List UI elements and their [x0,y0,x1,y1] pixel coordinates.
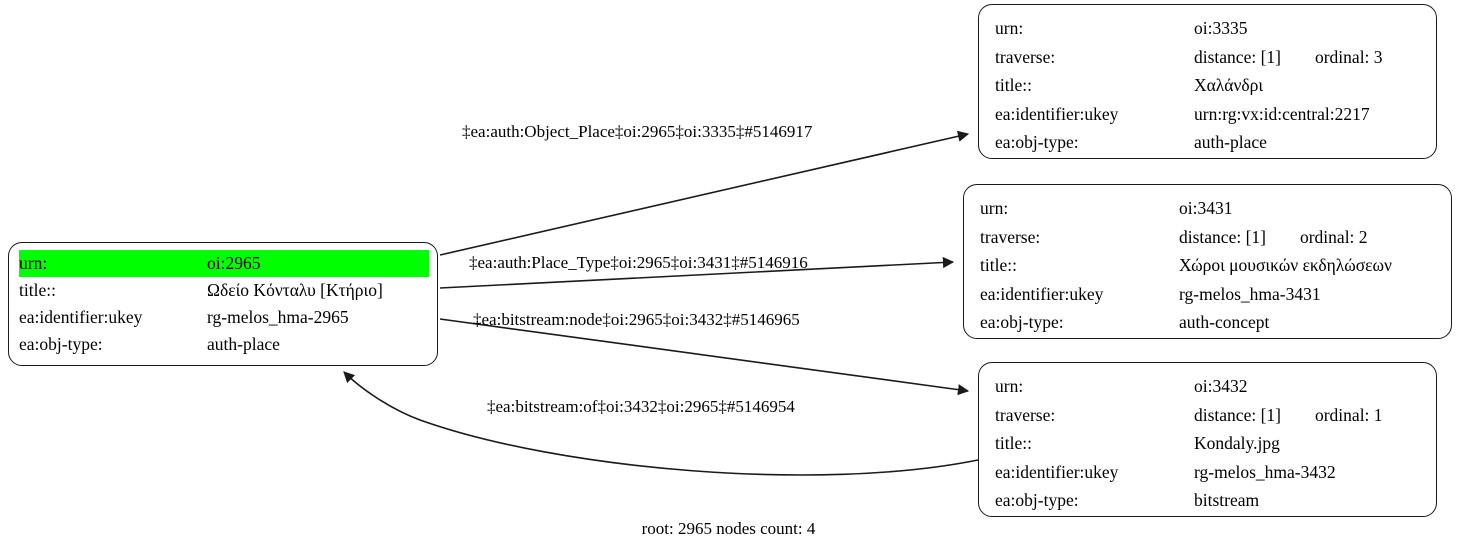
node-3431-val-title: Χώροι μουσικών εκδηλώσεων [1179,255,1392,275]
node-3335-key-ukey: ea:identifier:ukey [995,103,1119,124]
node-3431-table: urn: oi:3431 traverse: distance: [1] ordi… [980,194,1437,337]
node-3431-row-title: title:: Χώροι μουσικών εκδηλώσεων [980,251,1437,280]
node-3431-distance: distance: [1] [1179,226,1266,247]
node-3335-key-traverse: traverse: [995,46,1056,67]
edge-label-bitstream-node: ‡ea:bitstream:node‡oi:2965‡oi:3432‡#5146… [473,310,800,329]
node-3335-distance: distance: [1] [1194,46,1281,67]
node-3431-val-urn: oi:3431 [1179,198,1233,218]
node-3432-row-urn: urn: oi:3432 [995,372,1422,401]
node-root-val-ukey: rg-melos_hma-2965 [207,307,349,327]
node-3432-val-urn: oi:3432 [1194,376,1248,396]
node-3432-val-title: Kondaly.jpg [1194,433,1280,453]
node-root-key-title: title:: [19,280,56,300]
node-3431-val-traverse: distance: [1] ordinal: 2 [1179,223,1437,252]
node-root-val-title: Ωδείο Κόνταλυ [Κτήριο] [207,280,383,300]
node-3432-key-objtype: ea:obj-type: [995,490,1079,510]
node-3432-key-urn: urn: [995,376,1024,396]
node-3432-ordinal: ordinal: 1 [1314,404,1383,425]
node-root-row-urn: urn: oi:2965 [19,250,429,277]
node-3431-row-traverse: traverse: distance: [1] ordinal: 2 [980,223,1437,252]
node-3432-key-ukey: ea:identifier:ukey [995,461,1119,482]
node-3432-key-traverse: traverse: [995,404,1056,425]
node-3335-val-traverse: distance: [1] ordinal: 3 [1194,43,1422,72]
node-3431-key-traverse: traverse: [980,226,1041,247]
node-root-table: urn: oi:2965 title:: Ωδείο Κόνταλυ [Κτήρ… [19,250,429,358]
node-3431-row-urn: urn: oi:3431 [980,194,1437,223]
node-3432-val-objtype: bitstream [1194,490,1260,510]
node-3335-table: urn: oi:3335 traverse: distance: [1] ordi… [995,14,1422,157]
node-3431-key-urn: urn: [980,198,1009,218]
node-3432-row-title: title:: Kondaly.jpg [995,429,1422,458]
node-oi-3335[interactable]: urn: oi:3335 traverse: distance: [1] ordi… [978,4,1437,159]
node-3432-distance: distance: [1] [1194,404,1281,425]
graph-footer-caption: root: 2965 nodes count: 4 [641,519,816,538]
edge-label-object-place: ‡ea:auth:Object_Place‡oi:2965‡oi:3335‡#5… [462,122,813,141]
node-root-row-title: title:: Ωδείο Κόνταλυ [Κτήριο] [19,277,429,304]
node-3335-val-urn: oi:3335 [1194,18,1248,38]
node-3431-key-title: title:: [980,255,1017,275]
node-3432-table: urn: oi:3432 traverse: distance: [1] ordi… [995,372,1422,515]
edge-object-place [439,130,970,256]
node-3431-row-ukey: ea:identifier:ukey rg-melos_hma-3431 [980,280,1437,309]
node-3335-key-objtype: ea:obj-type: [995,132,1079,152]
node-oi-2965[interactable]: urn: oi:2965 title:: Ωδείο Κόνταλυ [Κτήρ… [8,242,438,366]
node-3431-row-objtype: ea:obj-type: auth-concept [980,308,1437,337]
node-3432-row-ukey: ea:identifier:ukey rg-melos_hma-3432 [995,458,1422,487]
node-root-key-ukey: ea:identifier:ukey [19,307,143,327]
edge-label-place-type: ‡ea:auth:Place_Type‡oi:2965‡oi:3431‡#514… [469,253,808,272]
node-root-row-objtype: ea:obj-type: auth-place [19,331,429,358]
node-3335-row-ukey: ea:identifier:ukey urn:rg:vx:id:central:… [995,100,1422,129]
node-3432-row-objtype: ea:obj-type: bitstream [995,486,1422,515]
node-oi-3431[interactable]: urn: oi:3431 traverse: distance: [1] ordi… [963,184,1452,339]
node-root-key-urn: urn: [19,250,207,277]
node-3335-key-urn: urn: [995,18,1024,38]
node-3431-val-objtype: auth-concept [1179,312,1270,332]
node-oi-3432[interactable]: urn: oi:3432 traverse: distance: [1] ordi… [978,362,1437,517]
node-3335-row-title: title:: Χαλάνδρι [995,71,1422,100]
node-3431-val-ukey: rg-melos_hma-3431 [1179,283,1321,304]
node-3335-val-ukey: urn:rg:vx:id:central:2217 [1194,103,1370,124]
node-3335-val-title: Χαλάνδρι [1194,75,1264,95]
node-3335-row-traverse: traverse: distance: [1] ordinal: 3 [995,43,1422,72]
node-3431-key-objtype: ea:obj-type: [980,312,1064,332]
node-root-key-objtype: ea:obj-type: [19,334,103,354]
edge-bitstream-of [343,371,979,476]
node-3431-key-ukey: ea:identifier:ukey [980,283,1104,304]
node-root-val-objtype: auth-place [207,334,280,354]
node-root-val-urn: oi:2965 [207,250,429,277]
node-3335-row-urn: urn: oi:3335 [995,14,1422,43]
node-3432-val-ukey: rg-melos_hma-3432 [1194,461,1336,482]
node-3432-row-traverse: traverse: distance: [1] ordinal: 1 [995,401,1422,430]
edge-label-bitstream-of: ‡ea:bitstream:of‡oi:3432‡oi:2965‡#514695… [487,397,795,416]
node-3431-ordinal: ordinal: 2 [1299,226,1368,247]
node-3432-key-title: title:: [995,433,1032,453]
node-3335-val-objtype: auth-place [1194,132,1267,152]
node-3335-row-objtype: ea:obj-type: auth-place [995,128,1422,157]
node-3335-key-title: title:: [995,75,1032,95]
node-root-row-ukey: ea:identifier:ukey rg-melos_hma-2965 [19,304,429,331]
node-3335-ordinal: ordinal: 3 [1314,46,1383,67]
node-3432-val-traverse: distance: [1] ordinal: 1 [1194,401,1422,430]
